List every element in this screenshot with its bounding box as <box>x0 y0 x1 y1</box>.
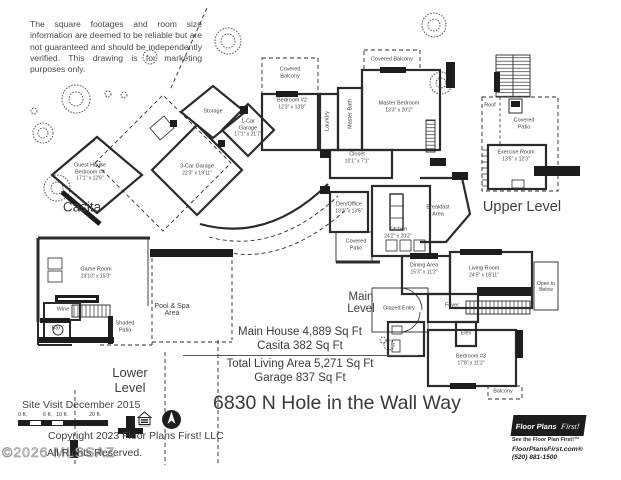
room-label-laundry: Laundry <box>324 111 331 131</box>
room-label-bar: Bar <box>51 325 61 332</box>
disclaimer-text: The square footages and room size inform… <box>30 19 202 75</box>
scale-bar-graphic <box>18 420 108 426</box>
upper-level <box>481 54 580 192</box>
room-label-shaded-patio: Shaded Patio <box>115 320 135 333</box>
logo-tagline: See the Floor Plan First!™ <box>512 437 580 443</box>
main-house <box>260 49 559 400</box>
scale-tick-20: 20 ft. <box>89 412 102 418</box>
lower-level <box>36 236 233 465</box>
square-footage-summary: Main House 4,889 Sq Ft Casita 382 Sq Ft … <box>183 325 417 386</box>
driveway <box>199 183 349 255</box>
casita-sqft: Casita 382 Sq Ft <box>257 340 343 353</box>
level-label-casita: Casita <box>62 199 102 215</box>
copyright-text: Copyright 2023 Floor Plans First! LLC <box>48 430 224 442</box>
logo-phone: (520) 881-1500 <box>512 454 558 461</box>
room-label-open-to-below: Open to Below <box>537 281 555 293</box>
level-label-lower: Lower Level <box>112 365 148 395</box>
room-label-foyer: Foyer <box>444 302 460 309</box>
logo-brand-text: Floor Plans <box>515 422 558 431</box>
mls-watermark: ©2026 MLSSAZ <box>2 444 116 461</box>
room-label-covered-patio-main: Covered Patio <box>345 238 367 251</box>
room-label-breakfast-area: Breakfast Area <box>426 204 450 217</box>
main-house-sqft: Main House 4,889 Sq Ft <box>237 326 362 338</box>
room-label-glazed-entry: Glazed Entry <box>383 305 415 312</box>
logo-brand-script: First! <box>560 422 581 431</box>
room-label-covered-balcony-right: Covered Balcony <box>371 56 413 63</box>
level-label-pool-spa: Pool & Spa Area <box>154 303 190 317</box>
property-address: 6830 N Hole in the Wall Way <box>213 392 461 414</box>
pool-area <box>152 260 233 343</box>
level-label-main: Main Level <box>347 291 375 315</box>
room-label-covered-patio-upper: Covered Patio <box>513 117 535 130</box>
room-label-covered-balcony-left: Covered Balcony <box>279 66 301 79</box>
room-label-storage: Storage <box>203 108 223 115</box>
garage-sqft: Garage 837 Sq Ft <box>254 372 346 385</box>
logo-box: Floor Plans First! <box>510 415 587 436</box>
room-label-elevator: Elev <box>460 330 472 337</box>
logo-website: FloorPlansFirst.com® <box>512 446 583 453</box>
room-label-balcony: Balcony <box>493 388 513 395</box>
casita-complex <box>50 7 276 232</box>
scale-bar: 0 ft. 6 ft. 10 ft. 20 ft. <box>18 412 110 428</box>
tree-icons <box>30 12 453 351</box>
room-label-master-bath: Master Bath <box>347 99 354 129</box>
rights-reserved-text: All Rights Reserved. <box>47 447 143 459</box>
equal-housing-icon <box>136 411 153 427</box>
level-label-upper: Upper Level <box>482 199 562 215</box>
scale-tick-10: 10 ft. <box>56 412 69 418</box>
room-label-wine: Wine <box>56 306 70 313</box>
scale-tick-6: 6 ft. <box>43 412 53 418</box>
compass-north-icon <box>162 410 181 429</box>
site-visit-date: Site Visit December 2015 <box>22 399 141 411</box>
floor-plans-first-logo: Floor Plans First! See the Floor Plan Fi… <box>510 415 612 461</box>
room-label-roof: Roof <box>484 102 496 109</box>
total-sqft: Total Living Area 5,271 Sq Ft <box>226 357 374 370</box>
scale-tick-0: 0 ft. <box>18 412 28 418</box>
